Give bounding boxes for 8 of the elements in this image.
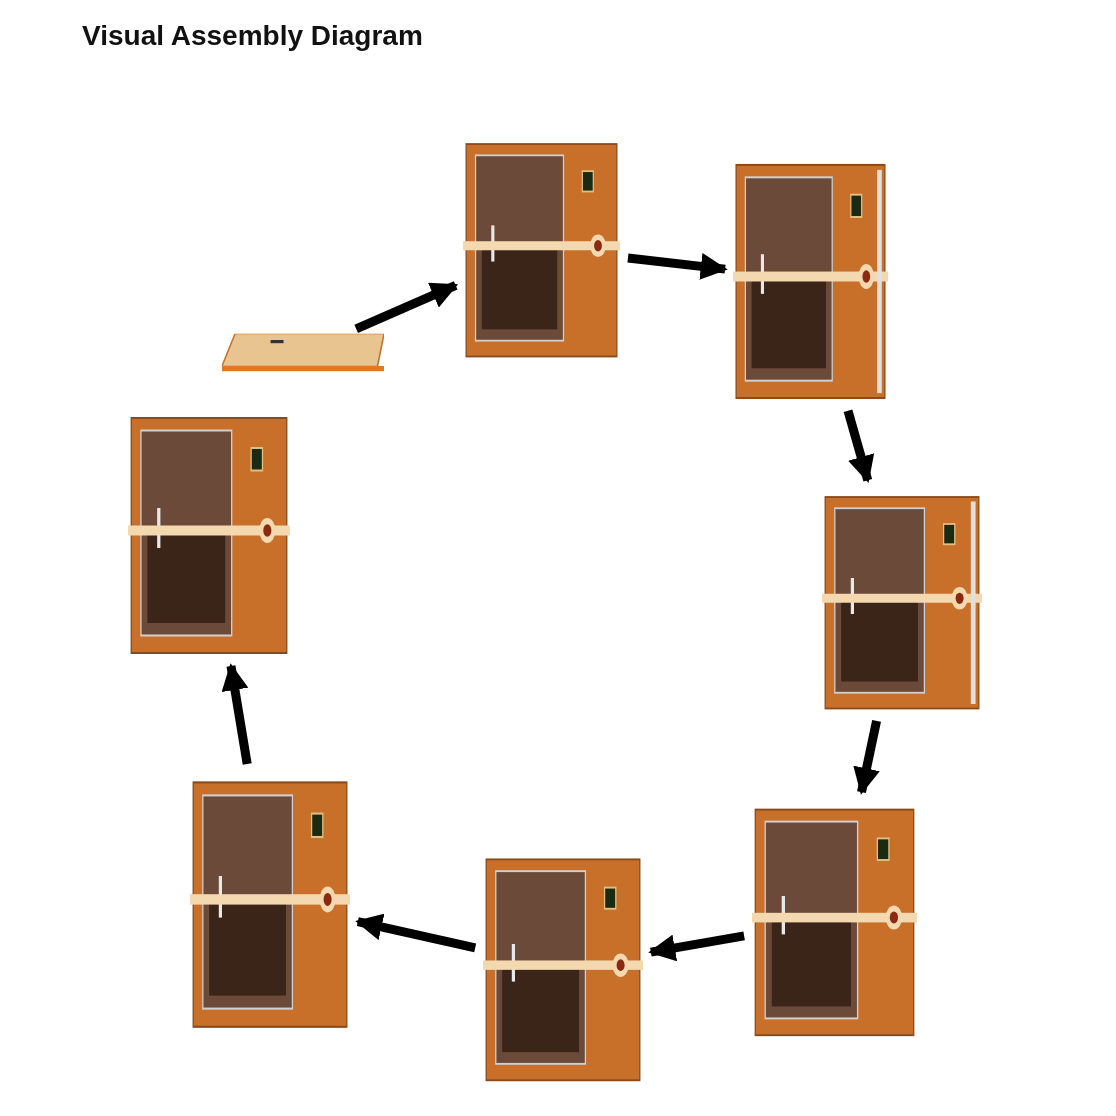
- arrow: [221, 663, 252, 765]
- diagram-title: Visual Assembly Diagram: [82, 20, 423, 52]
- arrow: [627, 252, 728, 280]
- arrow: [853, 719, 881, 795]
- arrow: [648, 931, 745, 962]
- arrow: [354, 281, 459, 333]
- arrow: [843, 409, 875, 483]
- arrow: [355, 913, 477, 953]
